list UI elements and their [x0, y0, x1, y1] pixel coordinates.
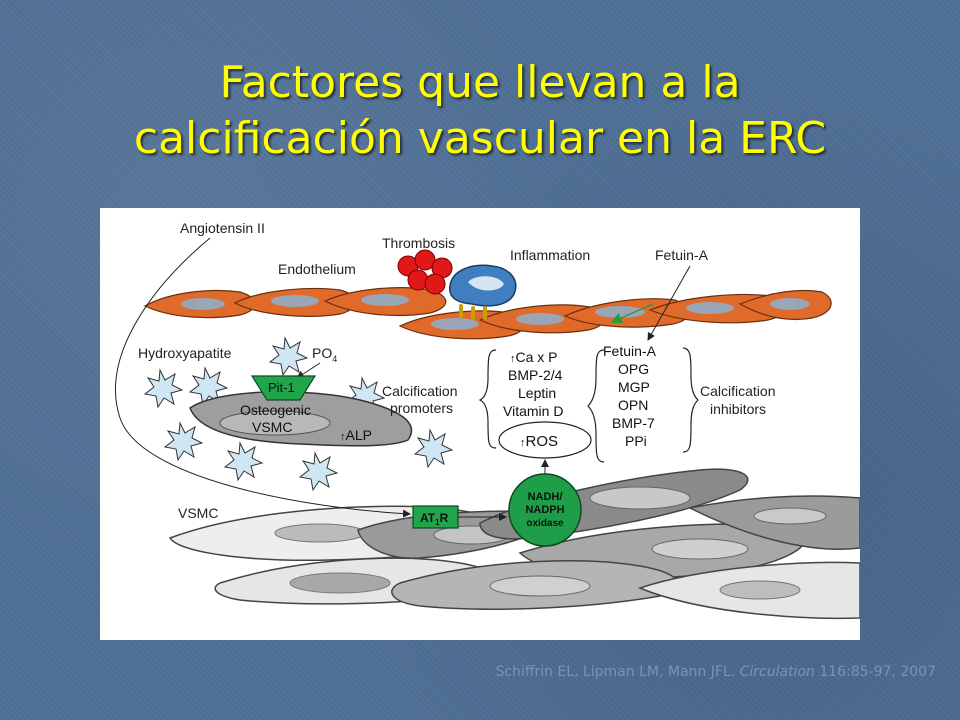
vsmc-inner-label: VSMC	[252, 419, 292, 435]
citation-journal: Circulation	[739, 664, 815, 680]
at1r-label: AT1R	[420, 511, 449, 527]
citation-authors: Schiffrin EL, Lipman LM, Mann JFL.	[495, 664, 740, 680]
inhibitors-left-brace	[587, 349, 605, 463]
thrombosis-label: Thrombosis	[382, 235, 455, 251]
endothelial-nucleus	[271, 295, 319, 307]
inflammation-label: Inflammation	[510, 247, 590, 263]
nadh-label-2: NADPH	[525, 504, 564, 516]
citation: Schiffrin EL, Lipman LM, Mann JFL. Circu…	[495, 664, 936, 680]
inhibitor-item: Fetuin-A	[603, 343, 657, 359]
ros-ellipse	[498, 421, 592, 459]
vsmc-layer	[168, 468, 860, 620]
inhibitors-right-brace	[682, 347, 699, 453]
endothelium-layer	[143, 287, 832, 340]
slide-title-line-1: Factores que llevan a la	[219, 57, 741, 108]
fetuin-top-label: Fetuin-A	[655, 247, 709, 263]
promoters-brace	[478, 349, 497, 449]
vsmc-nucleus	[589, 486, 691, 510]
promoter-item: BMP-2/4	[508, 367, 563, 383]
endothelium-label: Endothelium	[278, 261, 356, 277]
angiotensin-arrow	[115, 237, 411, 518]
fetuin-arrow	[647, 265, 691, 341]
osteogenic-label: Osteogenic	[240, 402, 311, 418]
vsmc-nucleus	[289, 572, 391, 594]
slide-title: Factores que llevan a la calcificación v…	[0, 55, 960, 167]
endothelial-nucleus	[516, 313, 564, 325]
inhibitor-item: OPN	[618, 397, 648, 413]
inhibitor-item: BMP-7	[612, 415, 655, 431]
promoter-item: Vitamin D	[503, 403, 563, 419]
calc-promoters-label-2: promoters	[390, 400, 453, 416]
slide-title-line-2: calcificación vascular en la ERC	[133, 113, 827, 164]
pit1-label: Pit-1	[268, 380, 295, 395]
inhibitor-item: OPG	[618, 361, 649, 377]
vsmc-nucleus	[753, 507, 827, 525]
fetuin-green-arrow	[610, 303, 654, 324]
endothelial-nucleus	[361, 294, 409, 306]
hydroxyapatite-crystals	[143, 336, 454, 492]
endothelial-nucleus	[686, 302, 734, 314]
angiotensin-label: Angiotensin II	[180, 220, 265, 236]
inhibitors-list: Fetuin-A OPG MGP OPN BMP-7 PPi	[603, 343, 657, 449]
promoter-item: Leptin	[518, 385, 556, 401]
endothelial-nucleus	[595, 306, 645, 318]
vsmc-nucleus	[274, 523, 366, 543]
vsmc-nucleus	[651, 538, 749, 560]
alp-label: ↑ALP	[340, 427, 372, 443]
vsmc-nucleus	[489, 575, 591, 597]
vsmc-label: VSMC	[178, 505, 218, 521]
calc-inhibitors-label-1: Calcification	[700, 383, 775, 399]
citation-ref: 116:85-97, 2007	[814, 664, 936, 680]
pit1-transporter	[250, 375, 317, 401]
nadh-label-1: NADH/	[528, 491, 563, 503]
promoter-item: ↑Ca x P	[510, 349, 558, 365]
endothelial-nucleus	[431, 318, 479, 330]
po4-label: PO4	[312, 345, 337, 364]
ros-label: ↑ROS	[520, 433, 558, 450]
vsmc-nucleus	[719, 580, 801, 600]
promoters-list: ↑Ca x P BMP-2/4 Leptin Vitamin D	[503, 349, 563, 419]
calcification-diagram: Angiotensin II Thrombosis Inflammation F…	[100, 208, 860, 640]
nadph-oxidase	[508, 473, 582, 547]
inhibitor-item: PPi	[625, 433, 647, 449]
hydroxyapatite-label: Hydroxyapatite	[138, 345, 232, 361]
inhibitor-item: MGP	[618, 379, 650, 395]
monocyte	[449, 264, 517, 320]
nadh-label-3: oxidase	[526, 518, 564, 529]
endothelial-nucleus	[770, 298, 810, 310]
endothelial-nucleus	[181, 298, 225, 310]
calc-inhibitors-label-2: inhibitors	[710, 401, 766, 417]
calc-promoters-label-1: Calcification	[382, 383, 457, 399]
thrombus	[397, 249, 453, 295]
